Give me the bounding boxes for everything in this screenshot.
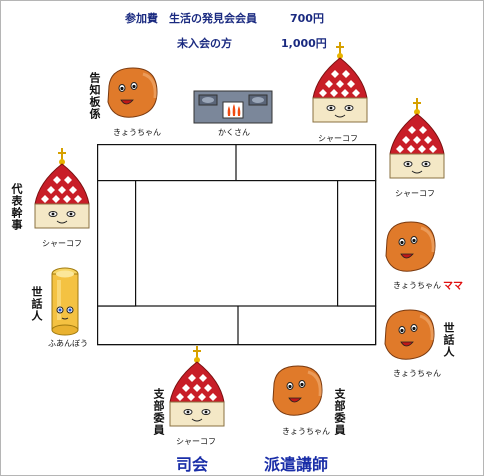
shakov-left-name: シャーコフ	[42, 239, 82, 248]
role-branch-right: 支部委員	[333, 388, 346, 436]
kyochan-mama-figure	[381, 218, 441, 280]
burner-figure	[193, 90, 273, 128]
kyochan-lecturer-name: きょうちゃん	[282, 427, 330, 436]
kyochan-reception-name: きょうちゃん	[113, 128, 161, 137]
meeting-table	[97, 144, 377, 350]
role-representative: 代表幹事	[10, 183, 23, 231]
shakov-right-figure	[382, 96, 452, 192]
kyochan-lecturer-figure	[268, 362, 328, 424]
shakov-top-name: シャーコフ	[318, 134, 358, 143]
role-reception: 告知板係	[88, 72, 101, 120]
fee-member-label: 参加費 生活の発見会会員	[125, 12, 257, 25]
role-caretaker-left: 世話人	[30, 286, 43, 322]
kyochan-mama-name: きょうちゃん	[393, 281, 441, 290]
role-branch-left: 支部委員	[152, 388, 165, 436]
kyochan-caretaker-name: きょうちゃん	[393, 369, 441, 378]
host-title: 司会	[176, 455, 209, 474]
kyochan-caretaker-figure	[380, 306, 440, 368]
fee-nonmember-label: 未入会の方	[177, 37, 232, 50]
shakov-top-figure	[305, 40, 375, 136]
fuanbo-name: ふあんぼう	[48, 339, 88, 348]
lecturer-title: 派遣講師	[264, 455, 329, 474]
fee-nonmember-amount: 1,000円	[281, 37, 327, 50]
fee-member-amount: 700円	[290, 12, 324, 25]
shakov-left-figure	[27, 146, 97, 242]
shakov-host-name: シャーコフ	[176, 437, 216, 446]
shakov-host-figure	[162, 344, 232, 440]
role-caretaker-right: 世話人	[442, 322, 455, 358]
mama-label: ママ	[443, 281, 463, 292]
fuanbo-figure	[50, 266, 80, 340]
kyochan-reception-figure	[103, 64, 163, 126]
shakov-right-name: シャーコフ	[395, 189, 435, 198]
burner-name: かくさん	[218, 128, 250, 137]
